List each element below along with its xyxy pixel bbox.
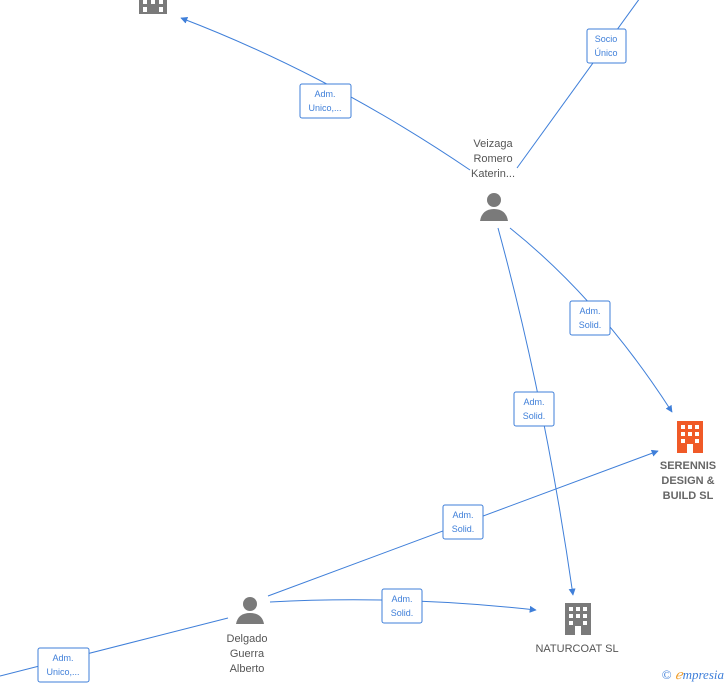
empresia-logo-icon: ℯ	[674, 667, 683, 682]
svg-text:Adm.: Adm.	[391, 594, 412, 604]
svg-text:Unico,...: Unico,...	[46, 667, 79, 677]
company-building-icon-serennis[interactable]	[677, 421, 703, 453]
svg-text:Adm.: Adm.	[579, 306, 600, 316]
company-building-icon-top[interactable]	[139, 0, 167, 14]
svg-text:Adm.: Adm.	[52, 653, 73, 663]
svg-text:Solid.: Solid.	[579, 320, 602, 330]
node-label-veizaga-2[interactable]: Romero	[473, 153, 512, 165]
edge-label-adm-unico-top: Adm. Unico,...	[299, 83, 352, 119]
copyright-notice: © ℯmpresia	[662, 667, 724, 683]
svg-text:Adm.: Adm.	[314, 89, 335, 99]
edge-label-adm-unico-bottom: Adm. Unico,...	[37, 647, 90, 683]
node-label-serennis-3[interactable]: BUILD SL	[663, 490, 714, 502]
edge-label-delgado-naturcoat: Adm. Solid.	[381, 588, 423, 624]
node-label-serennis-1[interactable]: SERENNIS	[660, 460, 716, 472]
svg-text:Unico,...: Unico,...	[308, 103, 341, 113]
svg-text:Solid.: Solid.	[452, 524, 475, 534]
edge-label-socio-unico: Socio Único	[586, 28, 627, 64]
edge-label-adm-solid-serennis: Adm. Solid.	[569, 300, 611, 336]
svg-text:Solid.: Solid.	[523, 411, 546, 421]
svg-text:Solid.: Solid.	[391, 608, 414, 618]
svg-text:Adm.: Adm.	[452, 510, 473, 520]
person-icon-delgado[interactable]	[236, 597, 264, 624]
svg-text:Socio: Socio	[595, 34, 618, 44]
svg-text:Único: Único	[594, 48, 617, 58]
svg-text:Adm.: Adm.	[523, 397, 544, 407]
edge-socio-unico	[516, 0, 640, 169]
person-icon-veizaga[interactable]	[480, 193, 508, 221]
node-label-delgado-1[interactable]: Delgado	[227, 633, 268, 645]
edge-label-adm-solid-naturcoat: Adm. Solid.	[513, 391, 555, 427]
node-label-veizaga-1[interactable]: Veizaga	[473, 138, 513, 150]
node-label-delgado-3[interactable]: Alberto	[230, 663, 265, 675]
node-label-delgado-2[interactable]: Guerra	[230, 648, 265, 660]
node-label-veizaga-3[interactable]: Katerin...	[471, 168, 515, 180]
node-label-serennis-2[interactable]: DESIGN &	[661, 475, 714, 487]
edge-adm-unico-bottom	[0, 617, 229, 677]
copyright-symbol: ©	[661, 667, 672, 682]
edge-label-delgado-serennis: Adm. Solid.	[442, 504, 484, 540]
company-building-icon-naturcoat[interactable]	[565, 603, 591, 635]
node-label-naturcoat[interactable]: NATURCOAT SL	[535, 643, 618, 655]
copyright-brand: mpresia	[682, 667, 724, 682]
